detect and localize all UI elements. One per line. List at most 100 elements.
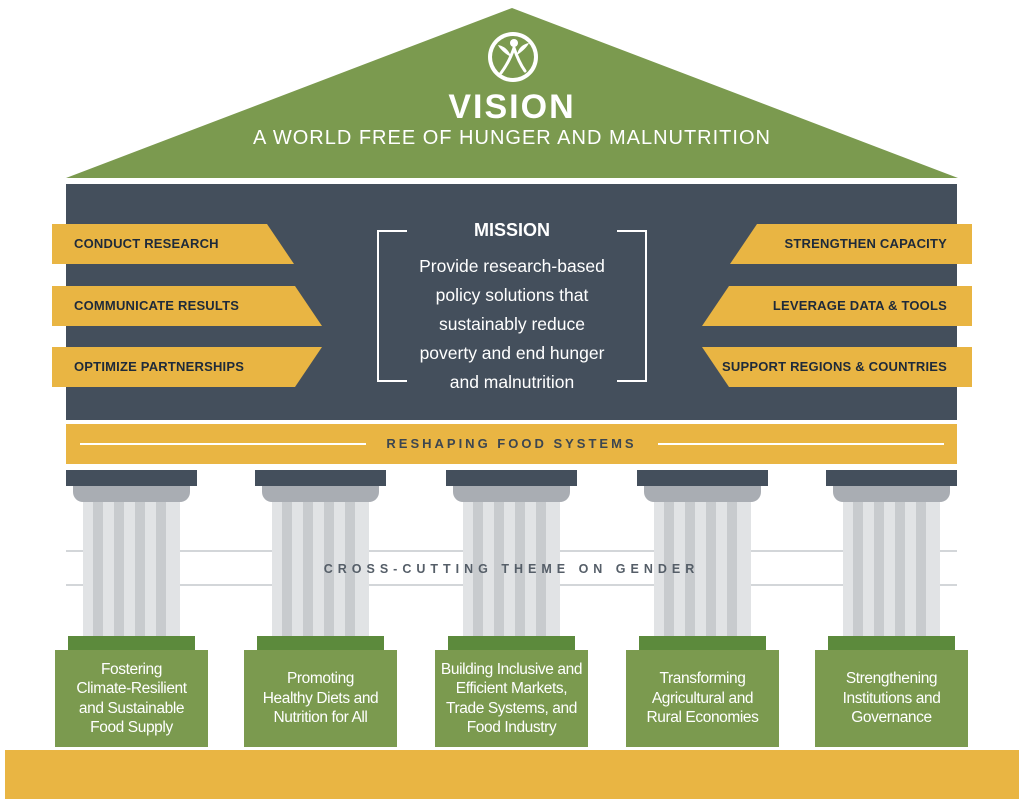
reshaping-band [66, 424, 957, 464]
pillar-line: Building Inclusive and [440, 660, 583, 678]
column-echinus [644, 486, 761, 502]
pillar-inclusive-markets: Building Inclusive and Efficient Markets… [435, 650, 588, 747]
banner-shape [52, 286, 322, 326]
pillar-line: Rural Economies [646, 709, 759, 727]
pillar-line: Promoting [286, 670, 355, 688]
column-flute [664, 502, 674, 636]
pillar-label: Building Inclusive and Efficient Markets… [440, 660, 583, 738]
mission-statement: Provide research-based policy solutions … [388, 252, 636, 397]
banner-communicate-results: COMMUNICATE RESULTS [52, 286, 322, 326]
column-flute [706, 502, 716, 636]
column-flute [114, 502, 124, 636]
column-flute [156, 502, 166, 636]
mission-line: Provide research-based [419, 256, 605, 276]
column-flute [93, 502, 103, 636]
pillar-label: Strengthening Institutions and Governanc… [843, 669, 941, 728]
banner-shape [702, 286, 972, 326]
mission-line: policy solutions that [435, 285, 589, 305]
pillar-line: Strengthening [845, 670, 938, 688]
cross-cutting-theme-label: CROSS-CUTTING THEME ON GENDER [323, 562, 700, 576]
mission-line: sustainably reduce [439, 314, 585, 334]
banner-label: COMMUNICATE RESULTS [74, 298, 240, 313]
pillar-healthy-diets: Promoting Healthy Diets and Nutrition fo… [244, 650, 397, 747]
roof [66, 8, 958, 178]
column-shaft [83, 502, 180, 636]
column-flute [874, 502, 884, 636]
column-flute [916, 502, 926, 636]
pillar-line: Transforming [659, 670, 746, 688]
pillar-line: Food Industry [466, 719, 557, 736]
vision-statement: A WORLD FREE OF HUNGER AND MALNUTRITION [253, 127, 771, 149]
column-flute [282, 502, 292, 636]
banner-optimize-partnerships: OPTIMIZE PARTNERSHIPS [52, 347, 322, 387]
column-flute [727, 502, 737, 636]
pillar-line: Trade Systems, and [446, 699, 577, 717]
pillar-line: Fostering [100, 660, 162, 678]
banner-support-regions-countries: SUPPORT REGIONS & COUNTRIES [702, 347, 972, 387]
banner-shape [52, 347, 322, 387]
column-echinus [833, 486, 950, 502]
reshaping-band-label: RESHAPING FOOD SYSTEMS [386, 436, 637, 451]
pillar-line: Climate-Resilient [76, 680, 187, 697]
mission-line: poverty and end hunger [419, 343, 605, 363]
column-flute [324, 502, 334, 636]
column-capital [255, 470, 386, 486]
pillar-label: Transforming Agricultural and Rural Econ… [646, 669, 758, 728]
pillar-line: Efficient Markets, [455, 680, 568, 697]
column-flute [685, 502, 695, 636]
banner-label: OPTIMIZE PARTNERSHIPS [74, 359, 245, 374]
column-flute [536, 502, 546, 636]
column-flute [473, 502, 483, 636]
banner-leverage-data-tools: LEVERAGE DATA & TOOLS [702, 286, 972, 326]
pillar-line: and Sustainable [78, 699, 185, 717]
band-rule-right [658, 443, 944, 445]
column-base [639, 636, 766, 650]
column-echinus [453, 486, 570, 502]
banner-shape [702, 347, 972, 387]
band-rule-left [80, 443, 366, 445]
column-shaft [654, 502, 751, 636]
column-flute [345, 502, 355, 636]
mission-frame [377, 230, 647, 382]
leaf-logo-icon [488, 32, 538, 82]
pillar-line: Healthy Diets and [262, 689, 379, 707]
column-flute [303, 502, 313, 636]
column-echinus [73, 486, 190, 502]
pillar-label: Fostering Climate-Resilient and Sustaina… [76, 660, 187, 738]
foundation-base [5, 750, 1019, 799]
pillar-institutions-governance: Strengthening Institutions and Governanc… [815, 650, 968, 747]
mission-line: and malnutrition [449, 372, 575, 392]
column-shaft [272, 502, 369, 636]
column-capital [66, 470, 197, 486]
banner-shape [730, 224, 972, 264]
column-flute [515, 502, 525, 636]
banner-label: LEVERAGE DATA & TOOLS [772, 298, 947, 313]
column-capital [446, 470, 577, 486]
pillar-line: Nutrition for All [273, 709, 368, 727]
column-flute [494, 502, 504, 636]
pillar-line: Governance [851, 709, 932, 727]
pillar-label: Promoting Healthy Diets and Nutrition fo… [263, 669, 379, 728]
column-flute [135, 502, 145, 636]
banner-strengthen-capacity: STRENGTHEN CAPACITY [730, 224, 972, 264]
column-shaft [843, 502, 940, 636]
pillar-line: Institutions and [842, 689, 941, 707]
column-flute [895, 502, 905, 636]
banner-shape [52, 224, 294, 264]
column-capital [826, 470, 957, 486]
column-base [828, 636, 955, 650]
pillar-agricultural-economies: Transforming Agricultural and Rural Econ… [626, 650, 779, 747]
banner-conduct-research: CONDUCT RESEARCH [52, 224, 294, 264]
column-base [257, 636, 384, 650]
banner-label: CONDUCT RESEARCH [74, 236, 219, 251]
pillar-climate-resilient: Fostering Climate-Resilient and Sustaina… [55, 650, 208, 747]
column-base [448, 636, 575, 650]
banner-label: STRENGTHEN CAPACITY [784, 236, 947, 251]
vision-title: VISION [448, 88, 576, 126]
mission-title: MISSION [473, 220, 550, 240]
column-echinus [262, 486, 379, 502]
banner-label: SUPPORT REGIONS & COUNTRIES [722, 359, 947, 374]
column-base [68, 636, 195, 650]
column-flute [853, 502, 863, 636]
column-capital [637, 470, 768, 486]
